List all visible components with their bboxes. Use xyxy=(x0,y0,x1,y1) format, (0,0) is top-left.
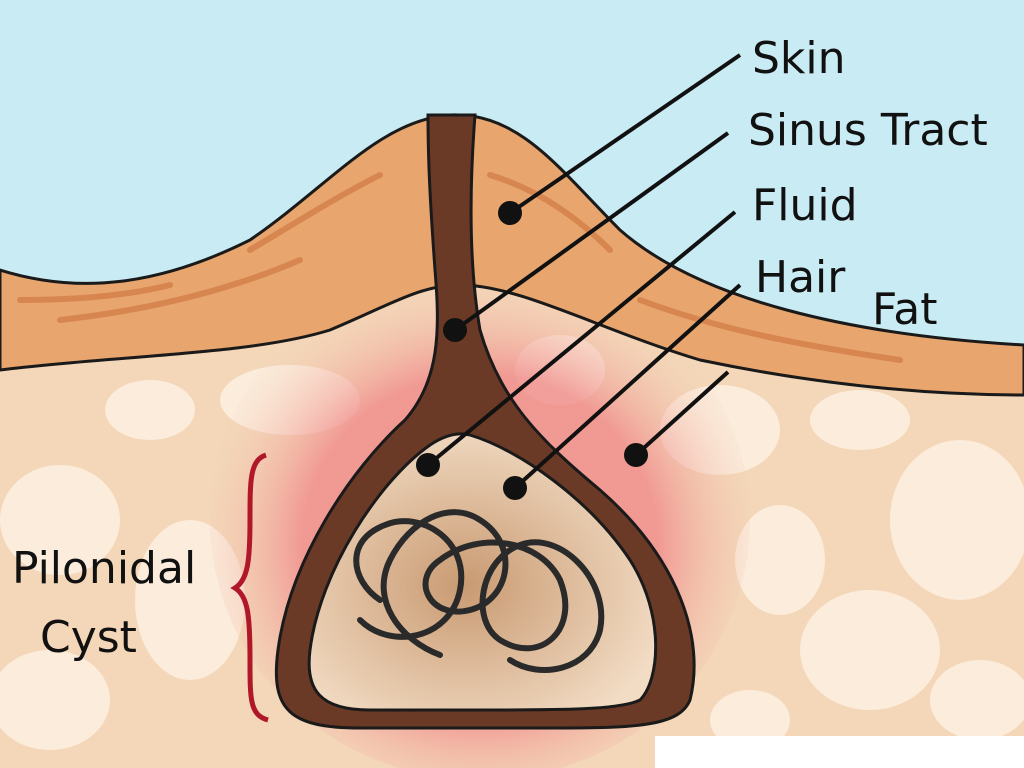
skin-marker-dot xyxy=(498,201,522,225)
sinus-tract-marker-dot xyxy=(443,318,467,342)
fat-marker-dot xyxy=(624,443,648,467)
hair-marker-dot xyxy=(503,476,527,500)
label-fluid: Fluid xyxy=(752,180,858,231)
leader-lines xyxy=(426,53,742,490)
label-sinus-tract: Sinus Tract xyxy=(748,105,988,156)
label-pilonidal: Pilonidal xyxy=(12,543,196,594)
cyst-cavity xyxy=(307,432,658,712)
hair-strands xyxy=(353,509,605,673)
label-hair: Hair xyxy=(755,252,846,303)
skin-texture xyxy=(17,172,903,363)
fluid-marker-dot xyxy=(416,453,440,477)
label-skin: Skin xyxy=(752,33,846,84)
label-fat: Fat xyxy=(872,284,937,335)
cyst-bracket xyxy=(230,452,269,723)
white-corner-patch xyxy=(655,736,1024,768)
label-cyst: Cyst xyxy=(40,612,137,663)
